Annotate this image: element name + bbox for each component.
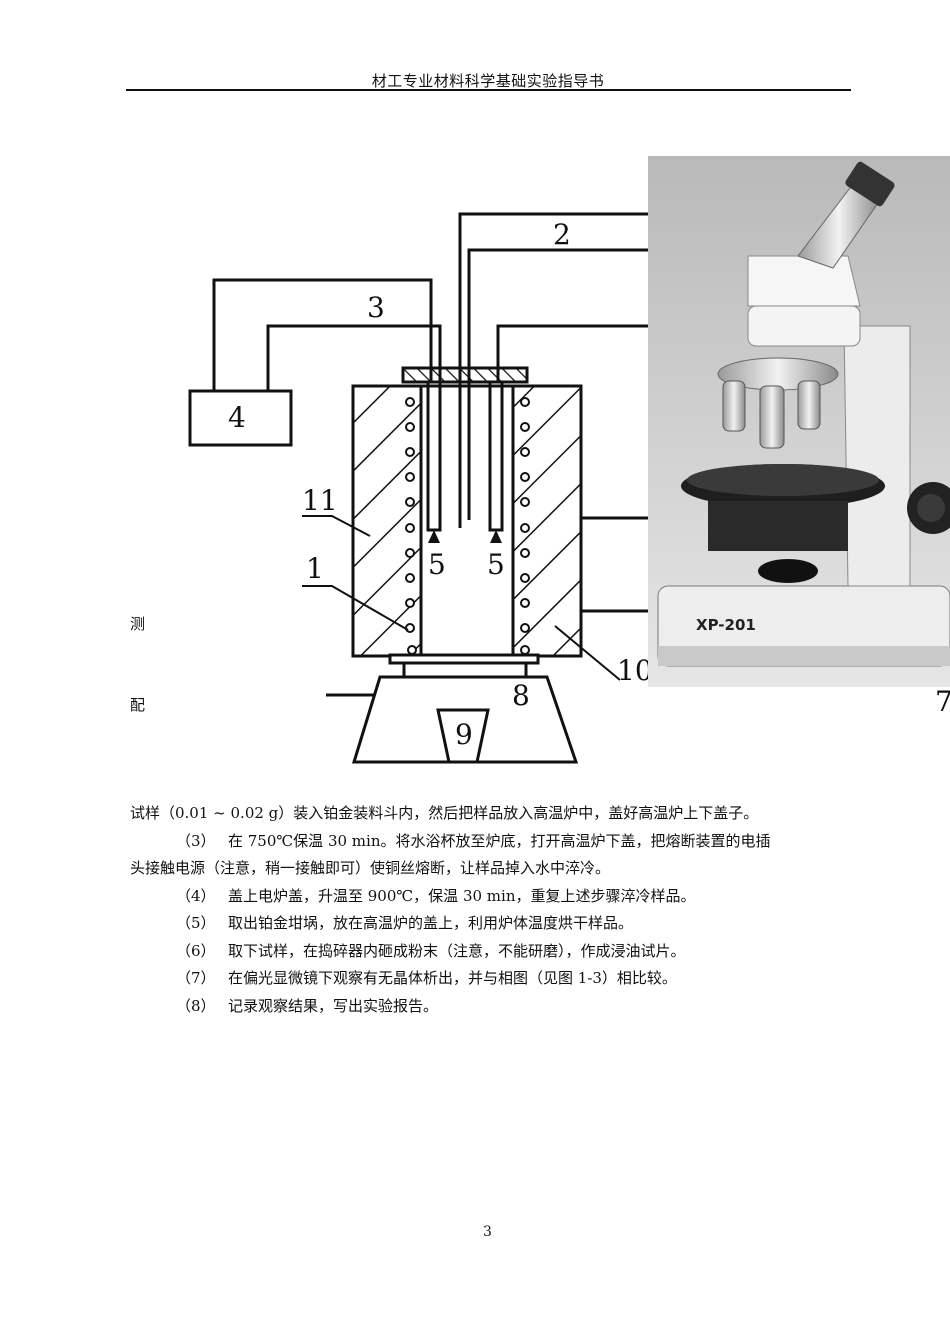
controller-box	[188, 389, 293, 447]
sample-marker-right	[490, 530, 502, 543]
procedure-step-4: （4）盖上电炉盖，升温至 900℃，保温 30 min，重复上述步骤淬冷样品。	[176, 886, 696, 905]
model-label: XP-201	[696, 616, 756, 634]
label-5-right: 5	[487, 548, 505, 581]
margin-fragment-2: 配	[130, 696, 146, 714]
furnace-stand	[351, 675, 579, 764]
procedure-step-3-cont: 头接触电源（注意，稍一接触即可）使铜丝熔断，让样品掉入水中淬冷。	[130, 859, 611, 877]
label-8: 8	[512, 679, 530, 712]
microscope-photo: XP-201	[648, 156, 950, 687]
label-5-left: 5	[428, 548, 446, 581]
margin-fragment-1: 测	[130, 615, 146, 633]
label-2: 2	[553, 218, 571, 251]
label-7: 7	[935, 685, 950, 718]
page-header-title: 材工专业材料科学基础实验指导书	[371, 72, 605, 90]
procedure-step-6: （6）取下试样，在捣碎器内砸成粉末（注意，不能研磨），作成浸油试片。	[176, 941, 686, 960]
furnace-bottom	[388, 653, 540, 679]
header-rule	[126, 89, 851, 91]
procedure-step-7: （7）在偏光显微镜下观察有无晶体析出，并与相图（见图 1-3）相比较。	[176, 969, 677, 987]
label-10: 10	[617, 654, 653, 687]
label-11: 11	[302, 484, 338, 517]
procedure-step-3: （3）在 750℃保温 30 min。将水浴杯放至炉底，打开高温炉下盖，把熔断装…	[176, 831, 771, 850]
label-4: 4	[228, 401, 246, 434]
thermocouple-tubes	[426, 380, 504, 532]
furnace-body	[351, 384, 583, 658]
label-9: 9	[455, 718, 473, 751]
label-1: 1	[306, 552, 324, 585]
wire-leads	[212, 212, 650, 697]
sample-marker-left	[428, 530, 440, 543]
furnace-lid	[401, 366, 529, 384]
label-leaders	[302, 515, 621, 681]
procedure-step-8: （8）记录观察结果，写出实验报告。	[176, 996, 439, 1015]
label-3: 3	[367, 291, 385, 324]
procedure-step-5: （5）取出铂金坩埚，放在高温炉的盖上，利用炉体温度烘干样品。	[176, 914, 634, 932]
procedure-text: 试样（0.01 ~ 0.02 g）装入铂金装料斗内，然后把样品放入高温炉中，盖好…	[130, 800, 852, 1020]
page-number: 3	[483, 1224, 492, 1240]
procedure-line-continued: 试样（0.01 ~ 0.02 g）装入铂金装料斗内，然后把样品放入高温炉中，盖好…	[130, 804, 759, 822]
heating-coils	[405, 397, 530, 655]
furnace-diagram: 1 2 3 4 5 5 7 8 9 10 11	[188, 212, 950, 764]
